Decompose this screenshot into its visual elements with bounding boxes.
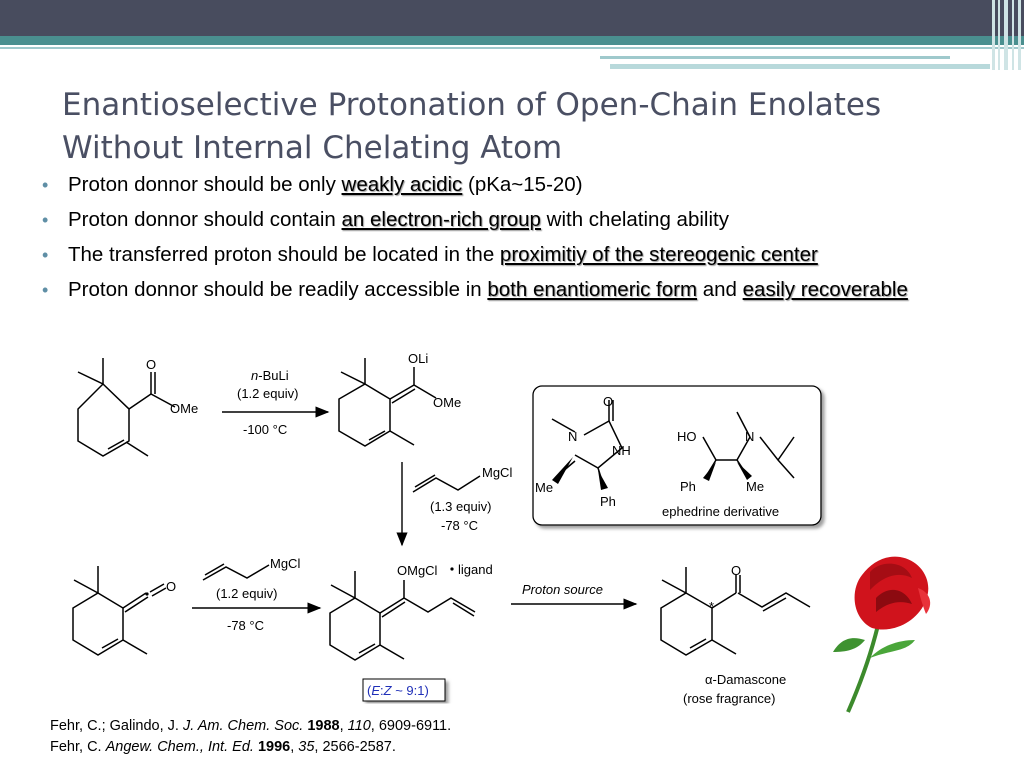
bullet-item: Proton donnor should be readily accessib…	[40, 277, 1015, 303]
allyl-grignard-structure	[412, 474, 481, 493]
ligand-n: N	[568, 429, 577, 444]
bullet-highlight: both enantiomeric form	[487, 278, 698, 301]
damascone-name: α-Damascone	[705, 672, 786, 687]
bullet-text: Proton donnor should be only	[68, 173, 342, 196]
mg-enolate-omgcl: OMgCl	[397, 563, 438, 578]
slide-title: Enantioselective Protonation of Open-Cha…	[62, 84, 982, 170]
title-line-2: Without Internal Chelating Atom	[62, 130, 563, 166]
complex-dot	[450, 567, 454, 571]
reaction-scheme: O OMe n-BuLi (1.2 equiv) -100 °C OLi OMe…	[72, 351, 931, 713]
reagent-equiv-2: (1.3 equiv)	[430, 499, 491, 514]
wedge-bond	[737, 462, 752, 480]
ez-ratio-box	[362, 678, 446, 702]
bullet-item: The transferred proton should be located…	[40, 242, 1015, 268]
ephedrine-ph: Ph	[680, 479, 696, 494]
lithium-enolate-structure	[338, 358, 437, 447]
bullet-text: and	[697, 278, 743, 301]
header-thin-line-2	[600, 56, 950, 59]
bullet-text: with chelating ability	[540, 208, 729, 231]
bullet-highlight: proximitiy of the stereogenic center	[499, 243, 818, 266]
damascone-structure	[660, 567, 811, 656]
reagent-temp-3: -78 °C	[227, 618, 264, 633]
ephedrine-caption: ephedrine derivative	[662, 504, 779, 519]
reagent-temp-2: -78 °C	[441, 518, 478, 533]
allyl-mgcl-label-2: MgCl	[270, 556, 300, 571]
wedge-bond	[703, 462, 716, 481]
bullet-list: Proton donnor should be only weakly acid…	[40, 172, 1015, 312]
damascone-carbonyl-o: O	[731, 563, 741, 578]
enolate-ome-label: OMe	[433, 395, 461, 410]
header-thin-line-3	[610, 64, 990, 69]
reference-2: Fehr, C. Angew. Chem., Int. Ed. 1996, 35…	[50, 739, 396, 755]
damascone-caption: (rose fragrance)	[683, 691, 775, 706]
ketene-dot	[145, 592, 149, 596]
reagent-nbuli: n-BuLi	[251, 368, 289, 383]
bullet-text: Proton donnor should be readily accessib…	[68, 278, 488, 301]
rose-image	[833, 556, 931, 713]
ephedrine-ho: HO	[677, 429, 697, 444]
ez-ratio-text: (E:Z ~ 9:1)	[367, 683, 429, 698]
bullet-item: Proton donnor should contain an electron…	[40, 207, 1015, 233]
ligand-box	[532, 385, 822, 526]
title-line-1: Enantioselective Protonation of Open-Cha…	[62, 87, 882, 123]
ketene-o: O	[166, 579, 176, 594]
ligand-me: Me	[535, 480, 553, 495]
enolate-oli-label: OLi	[408, 351, 428, 366]
proton-source-label: Proton source	[522, 582, 603, 597]
allyl-grignard-structure-2	[202, 563, 270, 581]
stereocenter-star: *	[709, 599, 714, 614]
references: Fehr, C.; Galindo, J. J. Am. Chem. Soc. …	[50, 716, 451, 758]
bullet-text: The transferred proton should be located…	[68, 243, 500, 266]
bullet-text: Proton donnor should contain	[68, 208, 342, 231]
reagent-equiv-1: (1.2 equiv)	[237, 386, 298, 401]
ketene-structure	[72, 566, 167, 656]
header-bar	[0, 0, 1024, 36]
ester-ome-label: OMe	[170, 401, 198, 416]
ligand-carbonyl-o: O	[603, 394, 613, 409]
header-thin-line	[0, 47, 1024, 49]
ligand-nh: NH	[612, 443, 631, 458]
bullet-item: Proton donnor should be only weakly acid…	[40, 172, 1015, 198]
bullet-text: (pKa~15-20)	[462, 173, 583, 196]
mg-enolate-ligand: ligand	[458, 562, 493, 577]
wedge-bond	[598, 470, 608, 490]
reference-1: Fehr, C.; Galindo, J. J. Am. Chem. Soc. …	[50, 718, 452, 734]
reagent-temp-1: -100 °C	[243, 422, 287, 437]
ligand-ph: Ph	[600, 494, 616, 509]
ephedrine-me: Me	[746, 479, 764, 494]
bullet-highlight: weakly acidic	[341, 173, 463, 196]
wedge-bond	[552, 457, 573, 484]
ephedrine-n: N	[745, 429, 754, 444]
bullet-highlight: an electron-rich group	[341, 208, 541, 231]
reagent-equiv-3: (1.2 equiv)	[216, 586, 277, 601]
header-vertical-stripes	[990, 0, 1024, 70]
header-accent-stripe	[0, 36, 1024, 45]
ester-structure	[77, 358, 176, 457]
allyl-mgcl-label: MgCl	[482, 465, 512, 480]
magnesium-enolate-structure	[329, 571, 476, 661]
bullet-highlight: easily recoverable	[742, 278, 908, 301]
ester-carbonyl-o: O	[146, 357, 156, 372]
